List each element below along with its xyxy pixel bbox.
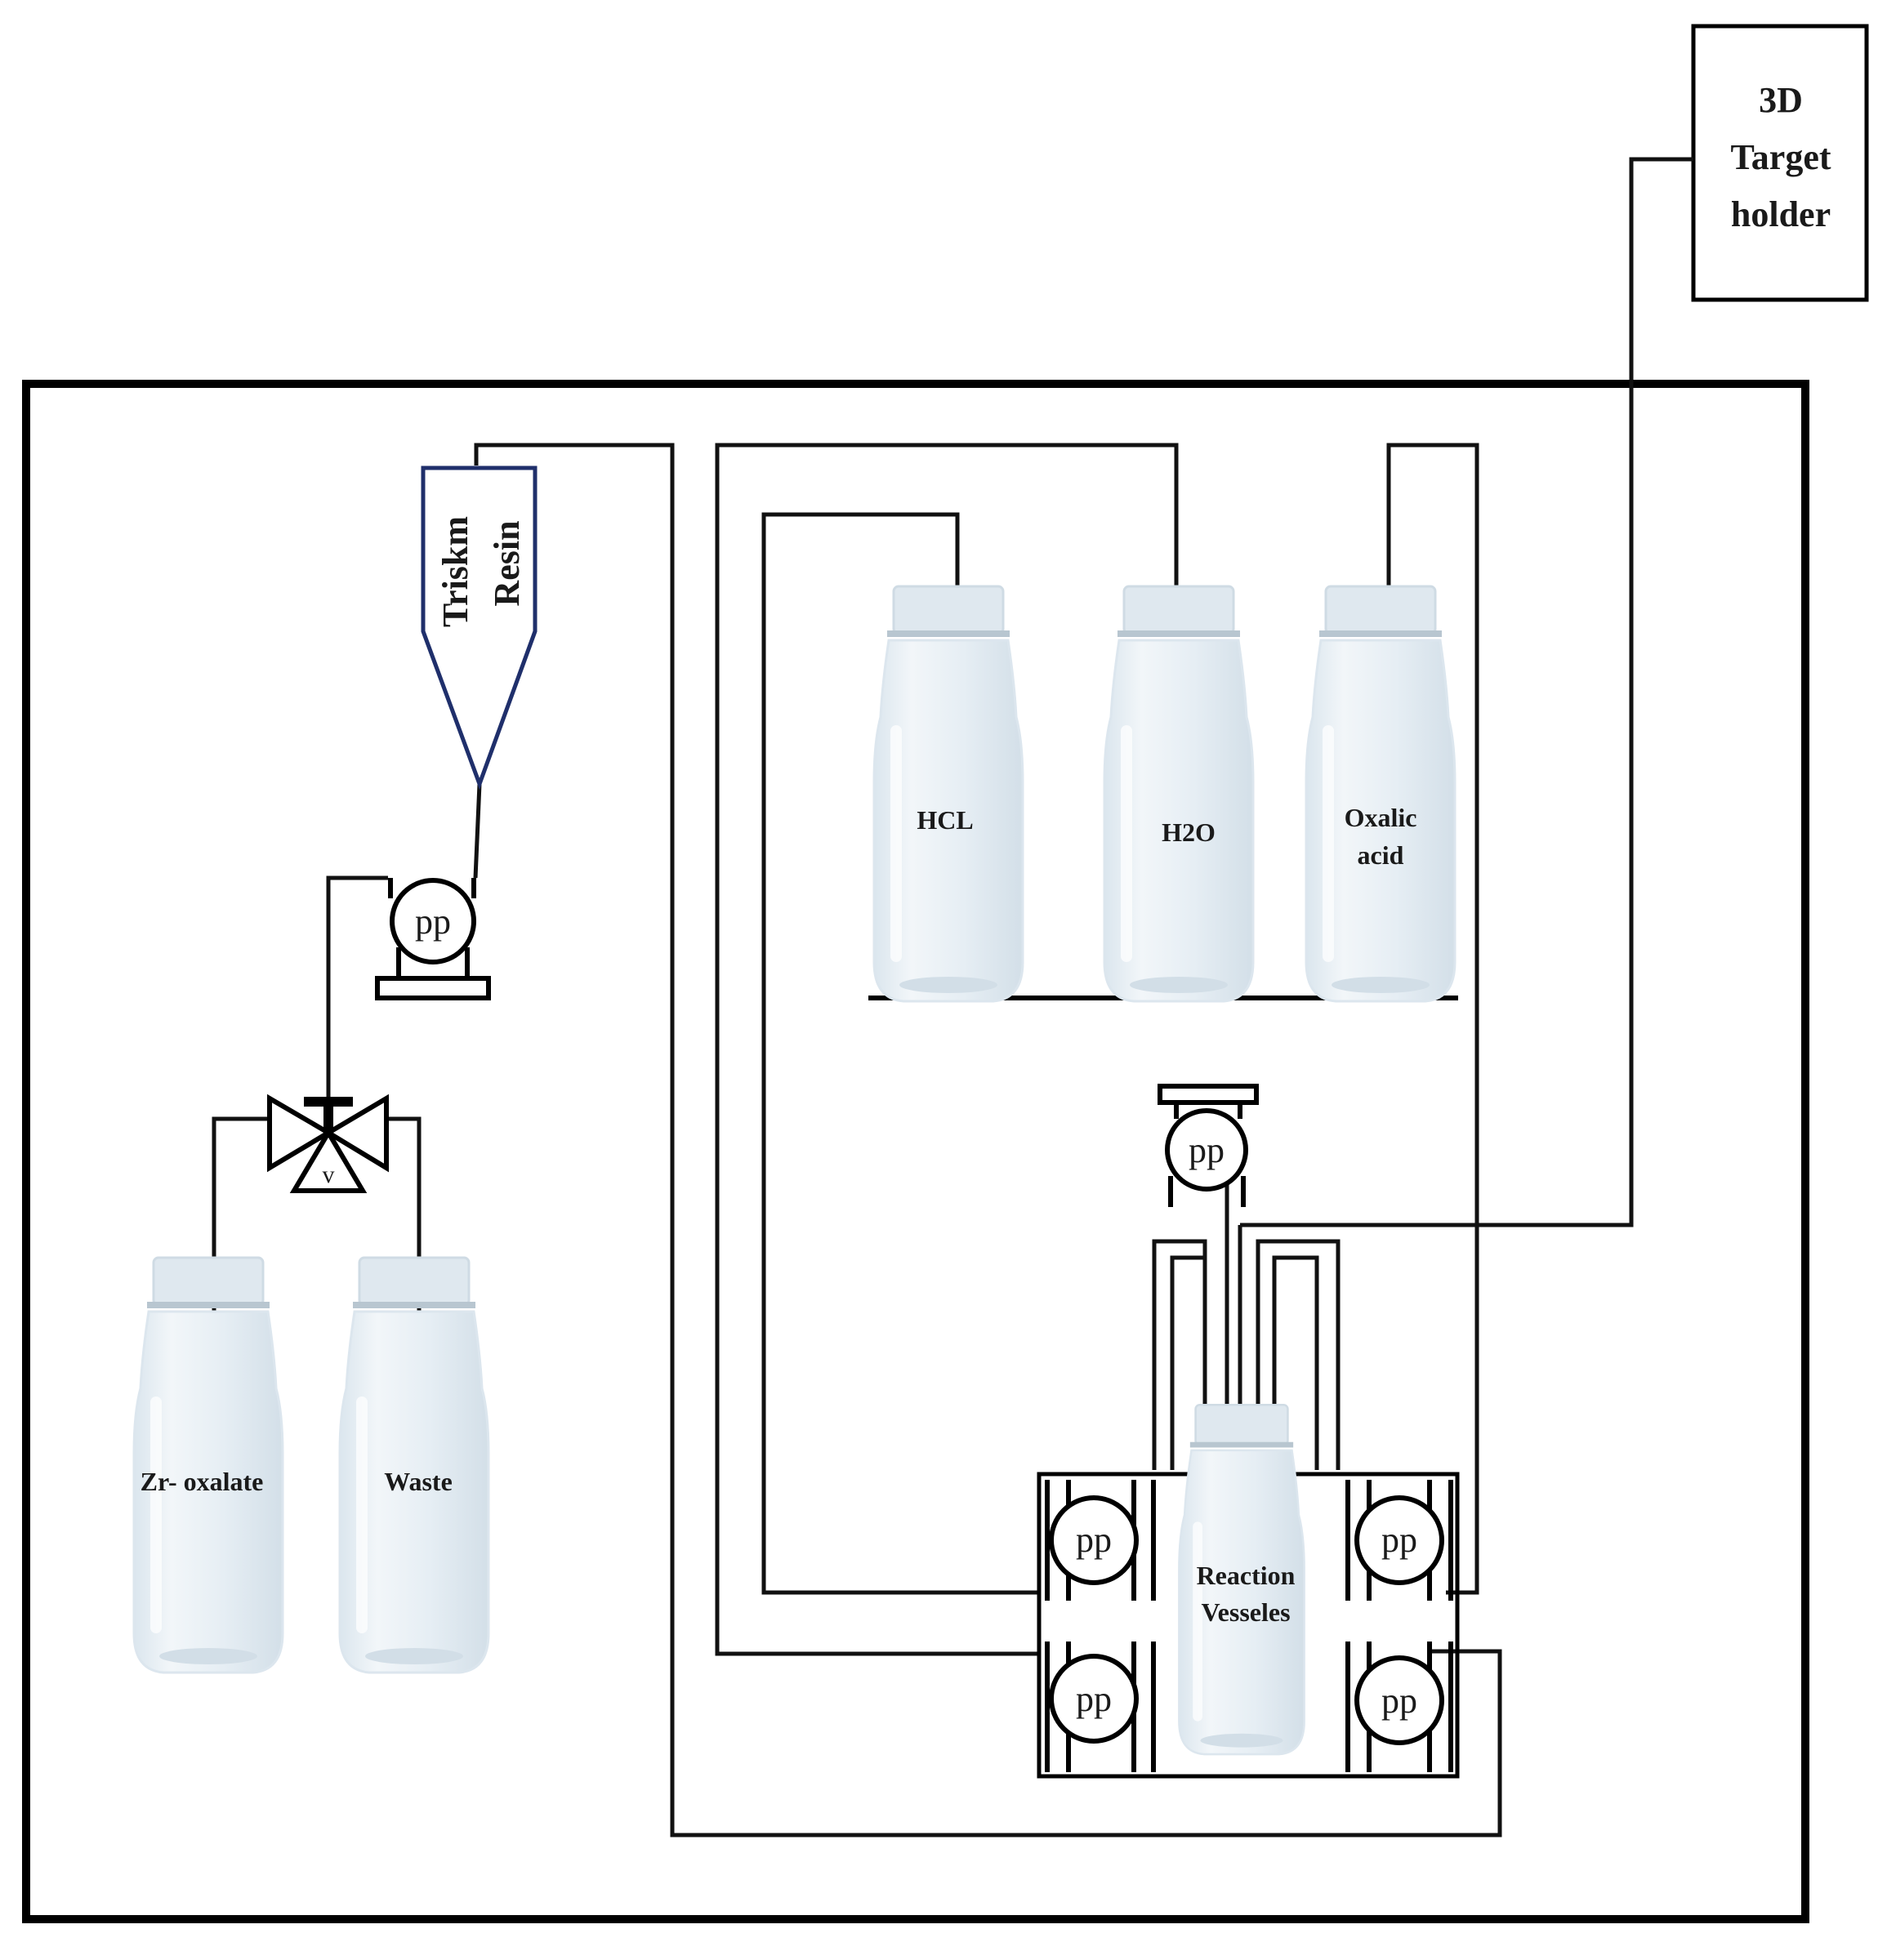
- pump-reaction-top-left-label: pp: [1076, 1520, 1112, 1560]
- target-holder-label-2: Target: [1730, 137, 1831, 177]
- bottle-waste: Waste: [338, 1256, 490, 1674]
- bottle-hcl: HCL: [872, 585, 1024, 1003]
- resin-label-2: Resin: [487, 520, 527, 606]
- pump-top-reaction-label: pp: [1189, 1130, 1225, 1170]
- pump-reaction-bottom-right-label: pp: [1381, 1681, 1417, 1721]
- target-holder-box: 3D Target holder: [1691, 24, 1869, 302]
- target-holder-label-1: 3D: [1759, 80, 1803, 120]
- bottle-h2o-label: H2O: [1162, 817, 1216, 847]
- bottle-zr-oxalate: Zr- oxalate: [132, 1256, 284, 1674]
- bottle-waste-label: Waste: [384, 1467, 453, 1496]
- pump-reaction-top-left: pp: [1045, 1480, 1156, 1601]
- pump-top-reaction: pp: [1158, 1084, 1259, 1207]
- valve-label: v: [323, 1161, 335, 1188]
- resin-column: Triskm Resin: [421, 466, 538, 791]
- pump-reaction-top-right-label: pp: [1381, 1520, 1417, 1560]
- bottle-zr-oxalate-label: Zr- oxalate: [141, 1467, 264, 1496]
- three-way-valve: v: [267, 1094, 389, 1193]
- pump-reaction-bottom-left: pp: [1045, 1642, 1156, 1772]
- bottle-h2o: H2O: [1103, 585, 1255, 1003]
- bottle-hcl-label: HCL: [917, 805, 973, 835]
- bottle-oxalic-acid: Oxalic acid: [1305, 585, 1457, 1003]
- reaction-label-1: Reaction: [1197, 1561, 1296, 1590]
- reaction-label-2: Vesseles: [1201, 1597, 1290, 1627]
- pump-resin-label: pp: [415, 902, 451, 942]
- tubing: [212, 157, 1693, 1838]
- resin-label-1: Triskm: [435, 516, 475, 627]
- target-holder-label-3: holder: [1731, 194, 1831, 234]
- pump-reaction-top-right: pp: [1345, 1480, 1453, 1601]
- enclosure-frame: [22, 380, 1809, 1923]
- bottle-oxalic-label-1: Oxalic: [1345, 803, 1417, 832]
- pump-resin: pp: [375, 878, 491, 1000]
- pump-reaction-bottom-left-label: pp: [1076, 1679, 1112, 1719]
- bottle-oxalic-label-2: acid: [1358, 840, 1404, 870]
- reaction-housing: Reaction Vesseles: [1037, 1403, 1460, 1779]
- pump-reaction-bottom-right: pp: [1345, 1642, 1453, 1772]
